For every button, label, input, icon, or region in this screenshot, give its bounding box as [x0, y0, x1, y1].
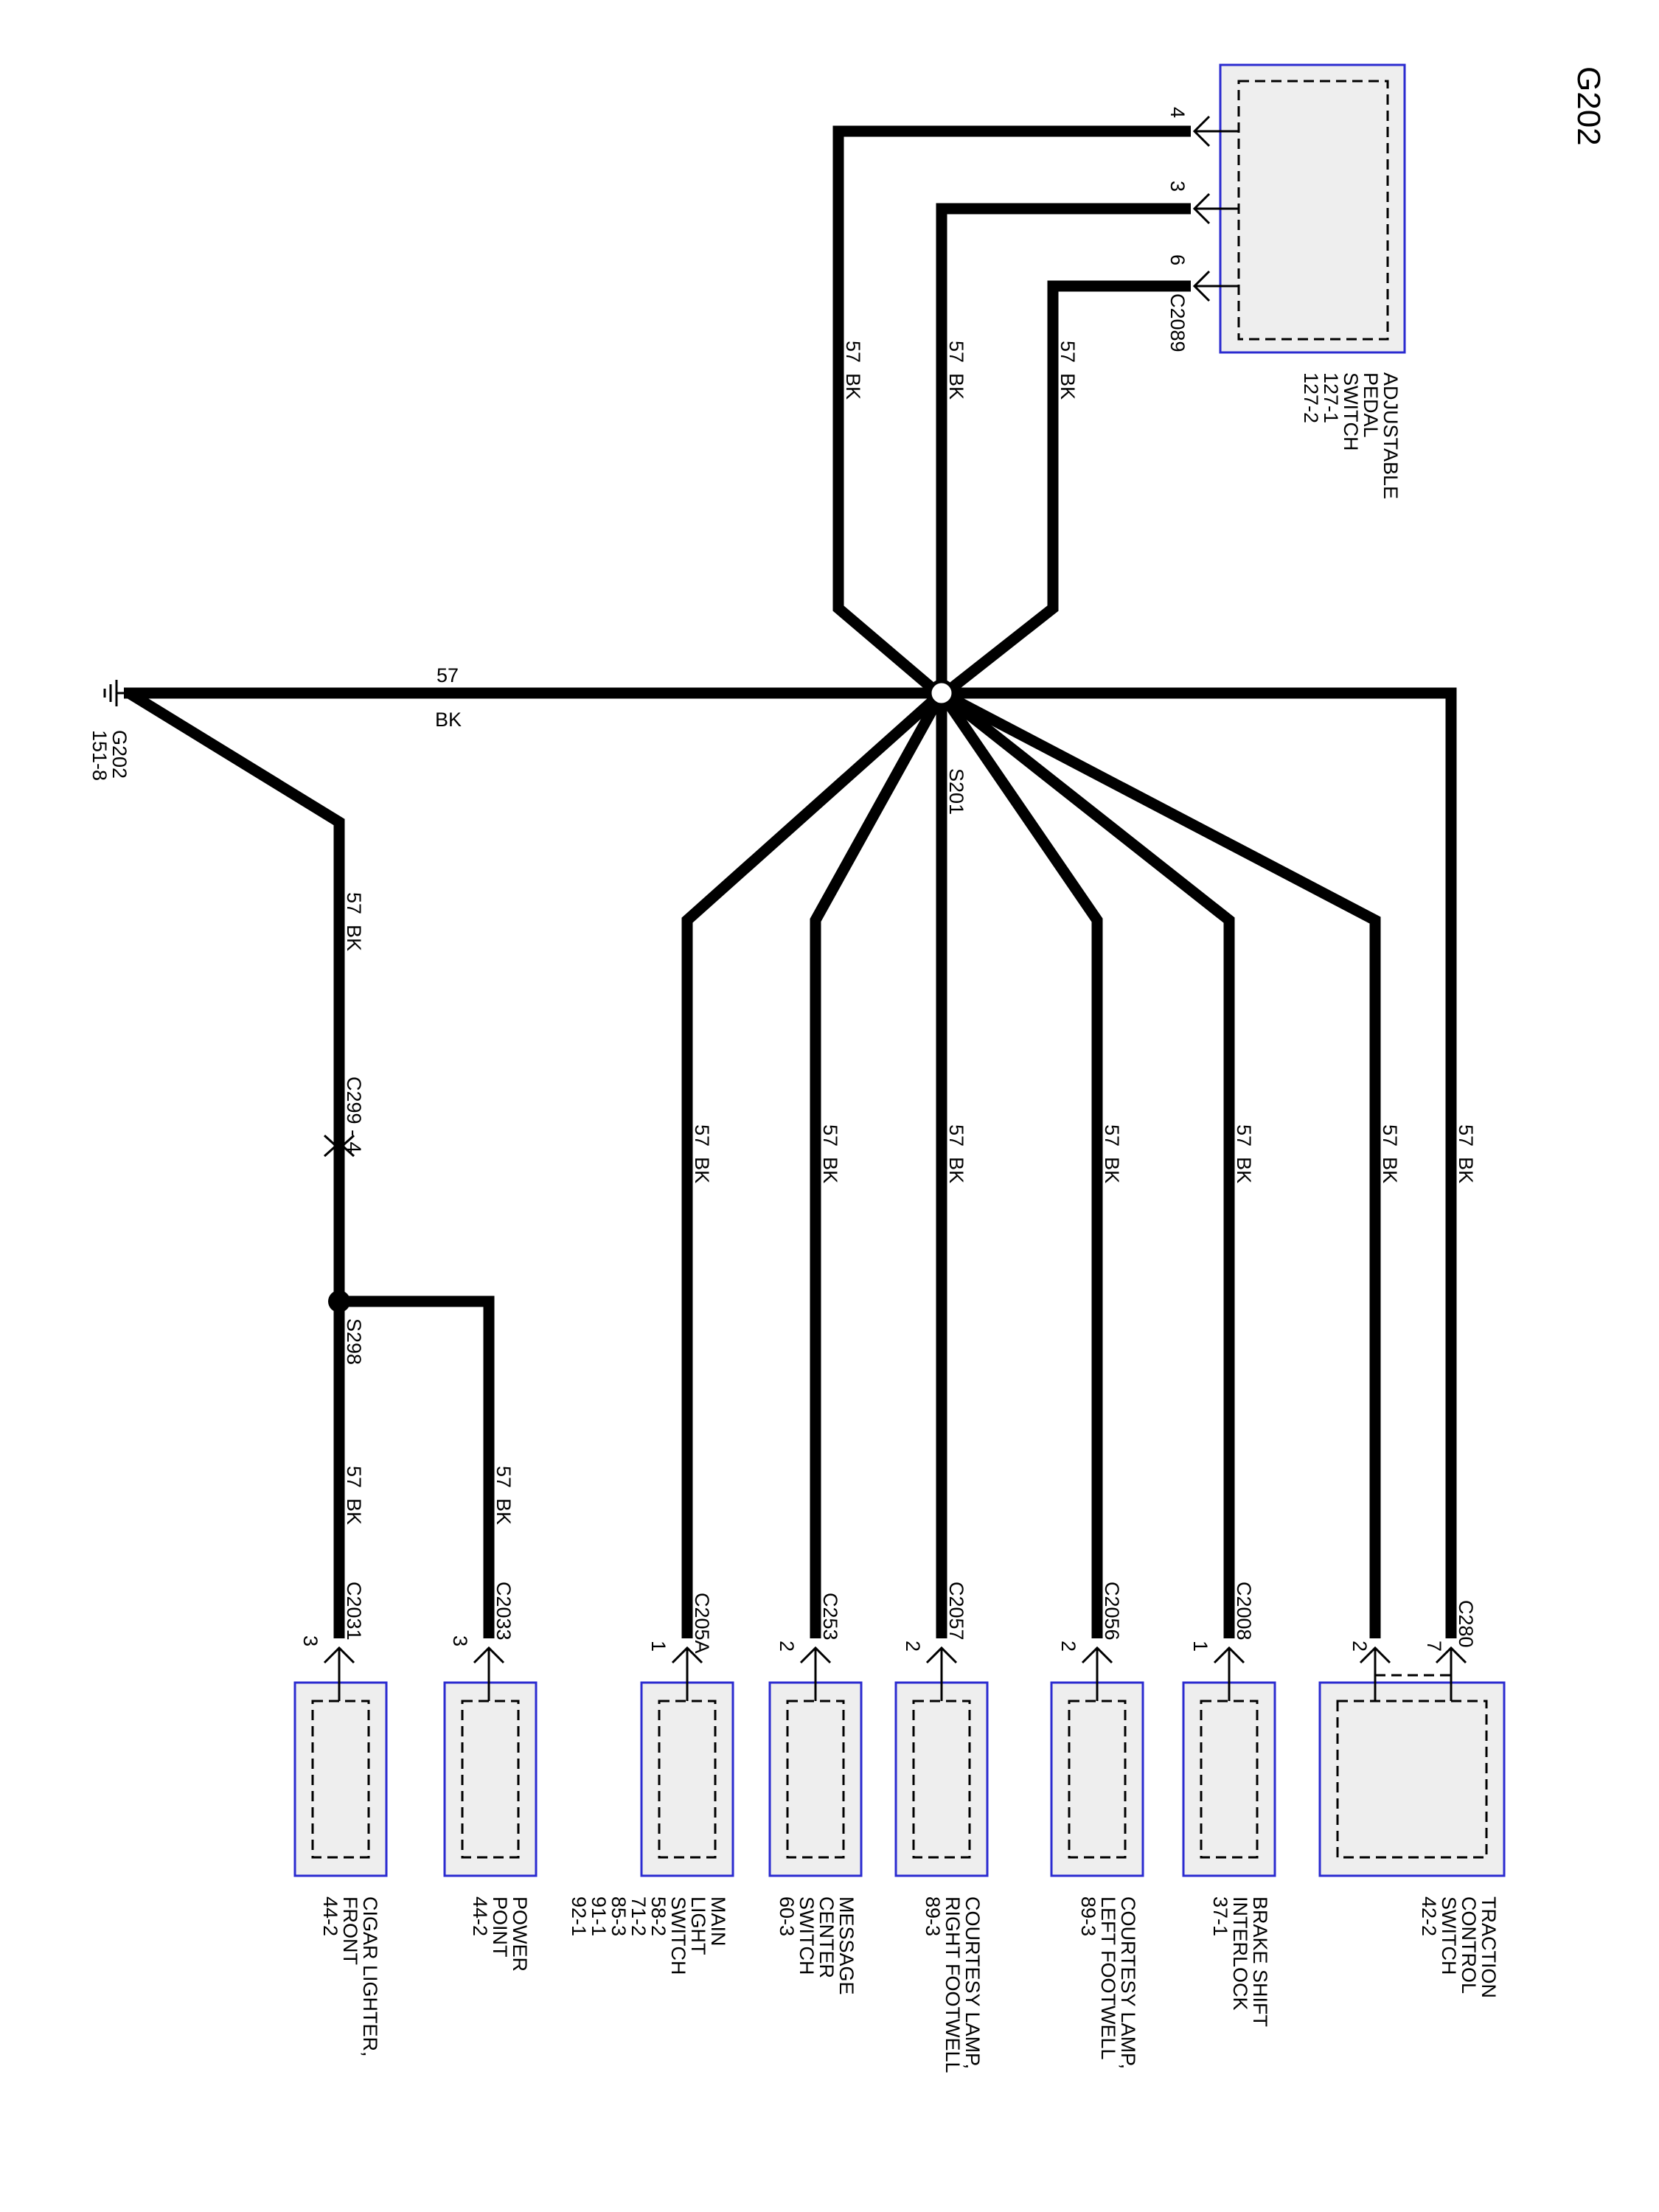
left-footwell-pin: 2 — [1057, 1641, 1079, 1652]
wire-label-right-footwell: 57BK — [945, 1124, 967, 1183]
component-cigar-lighter: C2031 3 CIGAR LIGHTER, FRONT 44-2 — [293, 1582, 388, 2062]
courtesy-lamp-right-box — [894, 1681, 989, 1877]
component-courtesy-lamp-right: C2057 2 COURTESY LAMP, RIGHT FOOTWELL 89… — [894, 1582, 989, 2078]
wire-label-pedal-b: 57BK — [945, 341, 967, 400]
courtesy-lamp-left-name: COURTESY LAMP, LEFT FOOTWELL 89-3 — [1077, 1896, 1139, 2075]
splice-s298 — [328, 1290, 350, 1312]
main-light-switch-box — [640, 1681, 734, 1877]
wire-label-ground-drop: 57BK — [343, 892, 365, 951]
wire-traction-pin-2 — [939, 688, 1381, 1638]
wire-pedal-pin-4 — [832, 125, 1191, 698]
courtesy-lamp-right-inner — [912, 1700, 971, 1859]
adjustable-pedal-switch-box — [1219, 63, 1406, 354]
trunk-gauge-label: 57 — [437, 664, 459, 686]
courtesy-lamp-right-name: COURTESY LAMP, RIGHT FOOTWELL 89-3 — [922, 1896, 984, 2078]
power-point-name: POWER POINT 44-2 — [469, 1896, 531, 1978]
splice-s201-label: S201 — [945, 768, 967, 815]
brake-shift-interlock-inner — [1200, 1700, 1259, 1859]
traction-control-switch-box — [1318, 1681, 1506, 1877]
page-title: G202 — [1571, 66, 1607, 146]
inline-connector-c299-label: C299 - 4 — [343, 1077, 365, 1153]
brake-pin: 1 — [1189, 1641, 1211, 1652]
splice-s298-label: S298 — [343, 1318, 365, 1365]
message-center-switch-inner — [786, 1700, 845, 1859]
brake-shift-interlock-box — [1182, 1681, 1276, 1877]
power-pin: 3 — [449, 1635, 471, 1646]
trunk-color-label: BK — [435, 709, 462, 731]
wire-label-left-footwell: 57BK — [1101, 1124, 1123, 1183]
pedal-pin-6: 6 — [1166, 254, 1189, 265]
pedal-pin-4: 4 — [1166, 107, 1189, 118]
main-light-switch-inner — [658, 1700, 717, 1859]
wire-ground-drop — [126, 688, 345, 1301]
traction-pin-2: 2 — [1349, 1641, 1371, 1652]
traction-pin-7: 7 — [1423, 1641, 1445, 1652]
wire-label-main-light: 57BK — [691, 1124, 713, 1183]
connector-c205a: C205A — [691, 1593, 713, 1654]
wire-left-footwell — [936, 689, 1103, 1638]
courtesy-lamp-left-inner — [1068, 1700, 1127, 1859]
wire-label-pedal-a: 57BK — [842, 341, 864, 400]
connector-c2056: C2056 — [1101, 1582, 1123, 1641]
connector-c280: C280 — [1455, 1600, 1477, 1648]
wire-pedal-pin-3 — [936, 203, 1191, 693]
wire-label-cigar: 57BK — [343, 1466, 365, 1525]
wire-label-power: 57BK — [493, 1466, 515, 1525]
pedal-connector-pin-6 — [1192, 270, 1217, 302]
wire-label-traction-b: 57BK — [1455, 1124, 1477, 1183]
wire-label-brake: 57BK — [1233, 1124, 1255, 1183]
wire-label-traction-a: 57BK — [1379, 1124, 1401, 1183]
main-light-switch-name: MAIN LIGHT SWITCH 58-2 71-2 85-3 91-1 92… — [568, 1896, 729, 1980]
cigar-pin: 3 — [299, 1635, 321, 1646]
component-courtesy-lamp-left: C2056 2 COURTESY LAMP, LEFT FOOTWELL 89-… — [1050, 1582, 1144, 2075]
component-power-point: C2033 3 POWER POINT 44-2 — [443, 1582, 538, 1978]
message-pin: 2 — [776, 1641, 798, 1652]
connector-c2057: C2057 — [945, 1582, 967, 1641]
connector-c2089: C2089 — [1166, 293, 1189, 352]
cigar-lighter-name: CIGAR LIGHTER, FRONT 44-2 — [319, 1896, 381, 2062]
adjustable-pedal-switch-inner — [1237, 80, 1389, 341]
cigar-lighter-box — [293, 1681, 388, 1877]
wire-main-light — [681, 689, 945, 1638]
splice-s201 — [928, 679, 956, 707]
brake-shift-interlock-name: BRAKE SHIFT INTERLOCK 37-1 — [1209, 1896, 1271, 2032]
wire-traction-pin-7 — [942, 687, 1457, 1638]
component-main-light-switch: C205A 1 MAIN LIGHT SWITCH 58-2 71-2 85-3… — [568, 1593, 734, 1980]
ground-label: G202 151-8 — [88, 730, 131, 785]
pedal-connector-pin-4 — [1192, 115, 1217, 147]
traction-control-switch-inner — [1336, 1700, 1488, 1859]
wire-label-message: 57BK — [819, 1124, 841, 1183]
pedal-pin-3: 3 — [1166, 181, 1189, 192]
wire-label-pedal-c: 57BK — [1057, 341, 1079, 400]
wire-power-point — [339, 1295, 495, 1638]
power-point-inner — [461, 1700, 520, 1859]
message-center-switch-box — [768, 1681, 863, 1877]
courtesy-lamp-left-box — [1050, 1681, 1144, 1877]
traction-control-switch-name: TRACTION CONTROL SWITCH 42-2 — [1418, 1896, 1500, 2004]
wire-pedal-pin-6 — [942, 280, 1191, 698]
wire-message-center — [810, 690, 947, 1638]
inline-connector-c299 — [323, 1134, 355, 1158]
connector-c253: C253 — [819, 1593, 841, 1641]
component-traction-control-switch: C280 2 7 TRACTION CONTROL SWITCH 42-2 — [1318, 1600, 1506, 2004]
right-footwell-pin: 2 — [902, 1641, 924, 1652]
power-point-box — [443, 1681, 538, 1877]
adjustable-pedal-name: ADJUSTABLE PEDAL SWITCH 127-1 127-2 — [1300, 372, 1402, 505]
component-brake-shift-interlock: C2008 1 BRAKE SHIFT INTERLOCK 37-1 — [1182, 1582, 1276, 2032]
connector-c2031: C2031 — [343, 1582, 365, 1641]
message-center-switch-name: MESSAGE CENTER SWITCH 60-3 — [776, 1896, 858, 2000]
component-message-center-switch: C253 2 MESSAGE CENTER SWITCH 60-3 — [768, 1593, 863, 2000]
cigar-lighter-inner — [311, 1700, 370, 1859]
pedal-connector-pin-3 — [1192, 192, 1217, 225]
adjustable-pedal-switch: ADJUSTABLE PEDAL SWITCH 127-1 127-2 C208… — [1166, 63, 1406, 505]
connector-c2008: C2008 — [1233, 1582, 1255, 1641]
wire-brake-shift — [938, 689, 1235, 1638]
connector-c2033: C2033 — [493, 1582, 515, 1641]
main-light-pin: 1 — [647, 1641, 669, 1652]
ground-g202: G202 151-8 — [88, 680, 136, 785]
